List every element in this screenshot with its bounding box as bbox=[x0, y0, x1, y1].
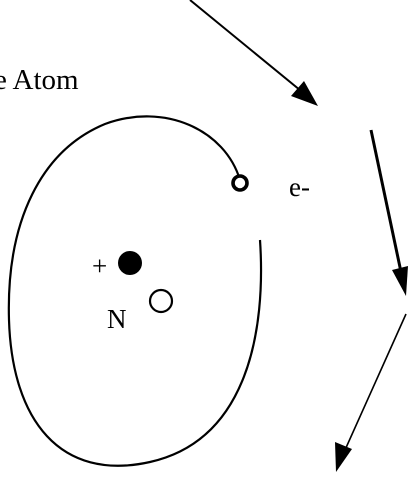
proton bbox=[118, 251, 142, 275]
electron-orbit bbox=[9, 116, 261, 465]
electron bbox=[233, 176, 247, 190]
arrow-right bbox=[371, 130, 408, 296]
electron-label: e- bbox=[289, 172, 310, 202]
neutron-label: N bbox=[107, 304, 127, 334]
neutron bbox=[150, 290, 172, 312]
proton-plus-label: + bbox=[92, 251, 107, 281]
diagram-title: e Atom bbox=[0, 64, 79, 96]
arrow-top bbox=[190, 0, 318, 106]
arrow-bottom bbox=[335, 314, 406, 472]
